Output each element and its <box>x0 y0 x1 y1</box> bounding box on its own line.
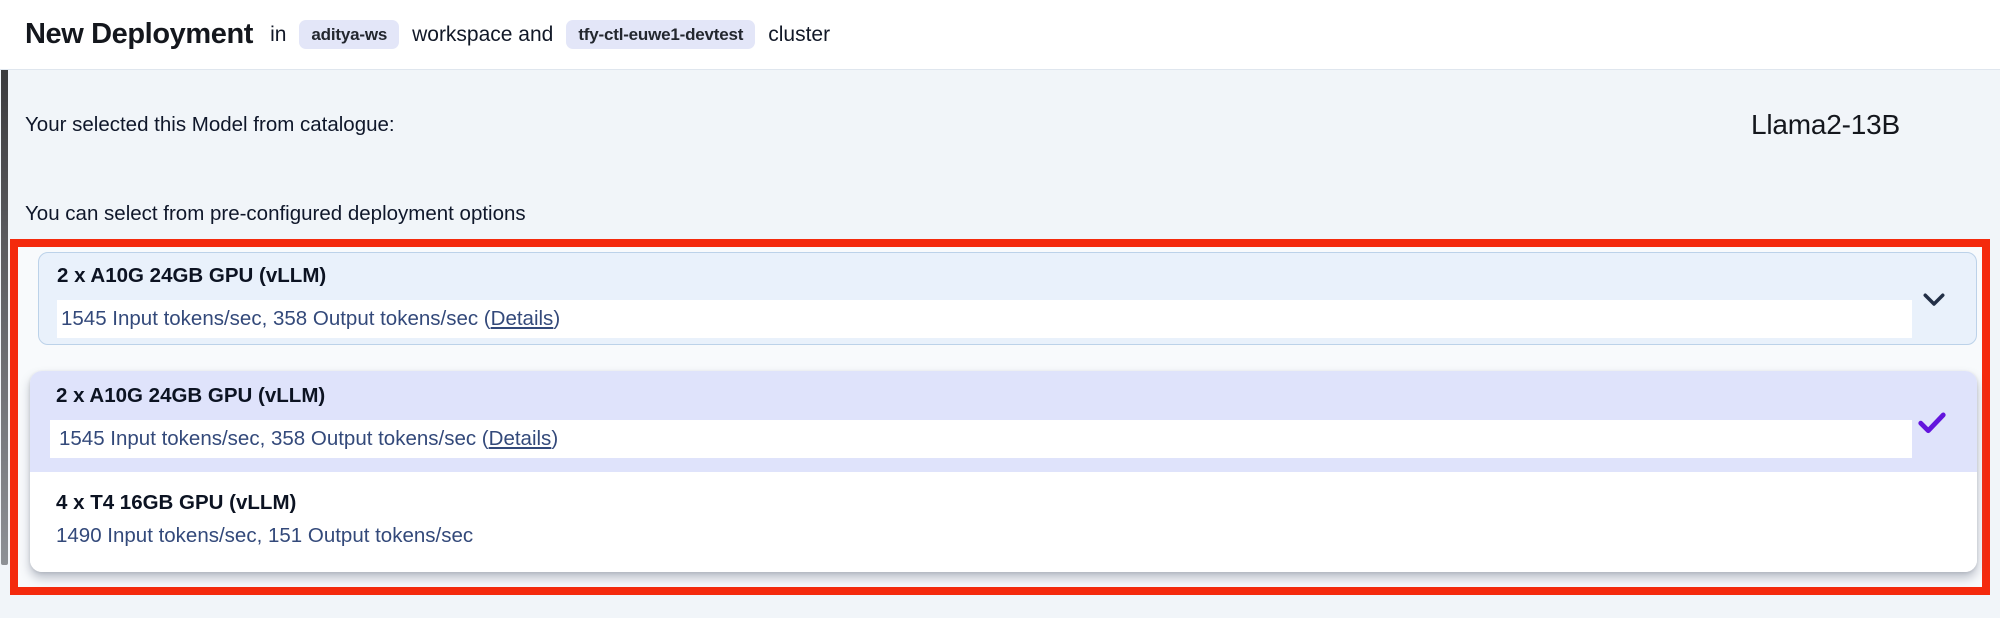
workspace-badge: aditya-ws <box>299 20 400 49</box>
option-title: 4 x T4 16GB GPU (vLLM) <box>56 491 297 514</box>
page-header: New Deployment in aditya-ws workspace an… <box>0 0 2000 70</box>
option-stats-text: 1490 Input tokens/sec, 151 Output tokens… <box>56 524 474 547</box>
model-name: Llama2-13B <box>1751 109 1900 140</box>
option-stats-strip: 1545 Input tokens/sec, 358 Output tokens… <box>50 420 1912 458</box>
catalogue-label: Your selected this Model from catalogue: <box>25 113 395 136</box>
check-mark-icon <box>1918 412 1946 433</box>
option-stats-text: 1545 Input tokens/sec, 358 Output tokens… <box>59 427 559 450</box>
trigger-stats-text: 1545 Input tokens/sec, 358 Output tokens… <box>61 307 561 330</box>
options-label: You can select from pre-configured deplo… <box>25 202 526 225</box>
chevron-down-icon <box>1923 293 1945 306</box>
in-label: in <box>270 22 287 46</box>
cluster-badge: tfy-ctl-euwe1-devtest <box>566 20 756 49</box>
cluster-label: cluster <box>768 22 831 46</box>
deployment-option-dropdown-trigger[interactable]: 2 x A10G 24GB GPU (vLLM) 1545 Input toke… <box>38 252 1977 345</box>
details-link[interactable]: Details <box>490 307 554 330</box>
dropdown-option[interactable]: 4 x T4 16GB GPU (vLLM) 1490 Input tokens… <box>30 472 1977 572</box>
trigger-option-title: 2 x A10G 24GB GPU (vLLM) <box>57 264 327 287</box>
page-title: New Deployment <box>25 18 254 50</box>
workspace-and-label: workspace and <box>412 22 554 46</box>
details-link[interactable]: Details <box>488 427 552 450</box>
window-left-edge <box>1 6 8 565</box>
dropdown-option-selected[interactable]: 2 x A10G 24GB GPU (vLLM) 1545 Input toke… <box>30 371 1977 472</box>
catalogue-row: Your selected this Model from catalogue:… <box>25 102 1900 148</box>
trigger-stats-strip: 1545 Input tokens/sec, 358 Output tokens… <box>57 300 1912 338</box>
dropdown-menu: 2 x A10G 24GB GPU (vLLM) 1545 Input toke… <box>30 371 1977 572</box>
option-title: 2 x A10G 24GB GPU (vLLM) <box>56 384 326 407</box>
